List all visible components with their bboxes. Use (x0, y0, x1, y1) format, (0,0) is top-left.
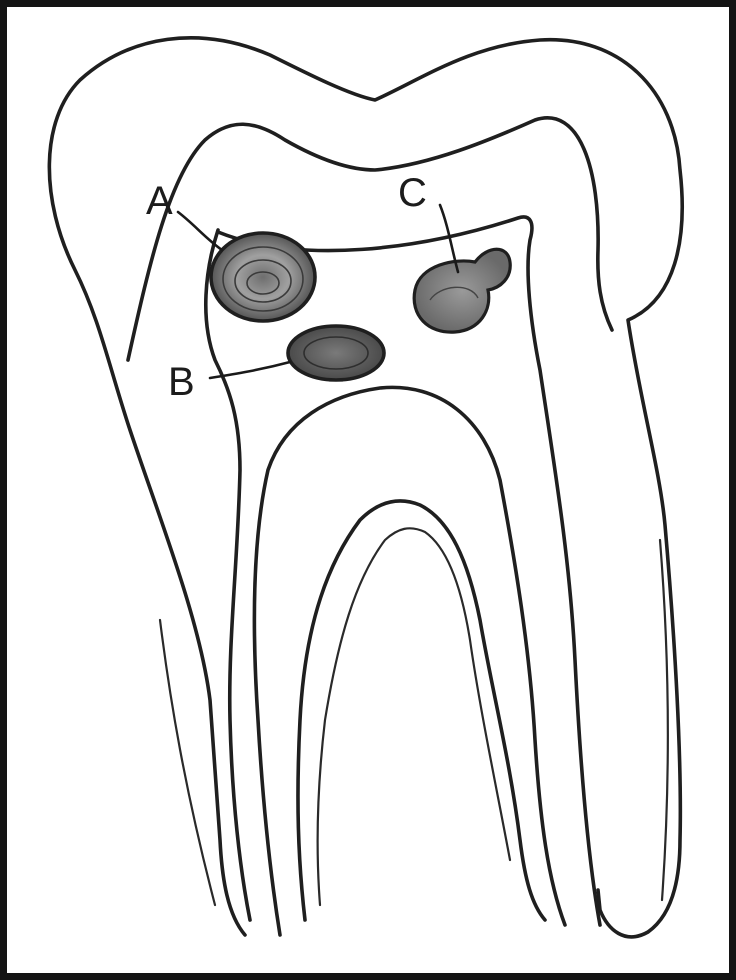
left-canal (160, 620, 215, 905)
dentin-line (128, 118, 612, 360)
right-canal (660, 540, 668, 900)
pulp-chamber-outline (206, 230, 250, 920)
label-c: C (398, 171, 427, 215)
label-b: B (168, 360, 195, 404)
pulp-stone-b (288, 326, 384, 380)
pulp-stone-a (211, 233, 315, 321)
leader-b (210, 362, 290, 378)
furcation-inner (298, 501, 545, 920)
tooth-outline (49, 38, 682, 937)
label-a: A (146, 179, 173, 223)
pulp-stone-c (414, 249, 510, 332)
furcation-inner-2 (318, 528, 510, 905)
leader-a (178, 212, 222, 250)
